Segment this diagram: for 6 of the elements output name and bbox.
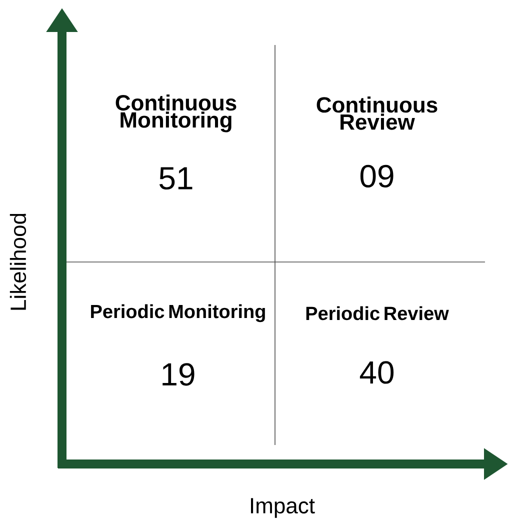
axis-label: Impact: [251, 498, 315, 518]
quadrant-cell: Continuous Review 09: [316, 96, 438, 188]
axis-label: Likelihood: [10, 214, 26, 310]
quadrant-cell: Periodic Review 40: [306, 306, 449, 384]
quadrant-cell: Continuous Monitoring 51: [116, 94, 236, 190]
quadrant-cell: Periodic Monitoring 19: [91, 304, 265, 386]
